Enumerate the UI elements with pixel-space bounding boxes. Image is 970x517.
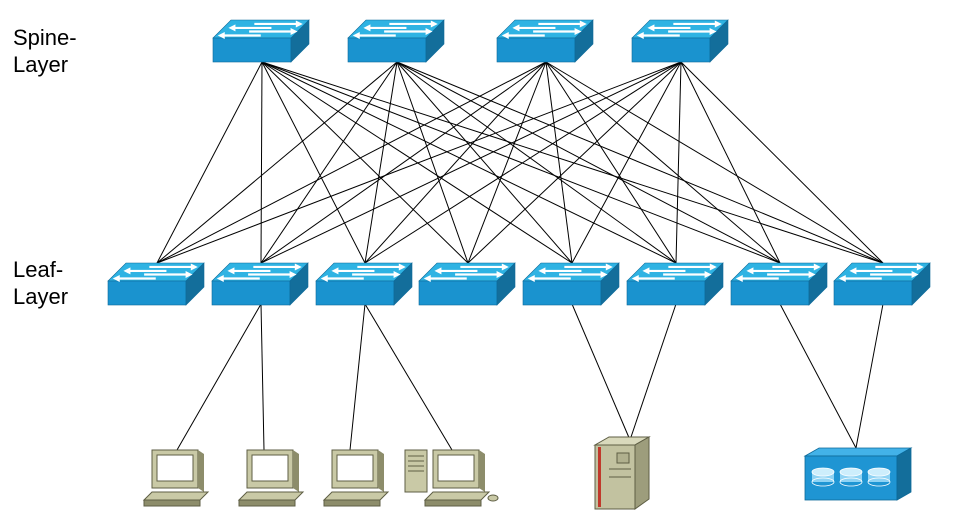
leaf-switch-4[interactable] <box>418 262 516 306</box>
spine-leaf-link-4-1 <box>156 61 682 264</box>
spine-leaf-link-4-8 <box>680 61 884 264</box>
leaf-endpoint-link-4 <box>364 303 453 451</box>
switch-icon <box>833 262 931 306</box>
spine-leaf-link-1-8 <box>261 61 884 264</box>
switch-icon <box>315 262 413 306</box>
spine-leaf-link-1-1 <box>156 61 263 264</box>
spine-leaf-link-2-5 <box>396 61 573 264</box>
switch-icon <box>418 262 516 306</box>
leaf-switch-8[interactable] <box>833 262 931 306</box>
spine-leaf-link-1-6 <box>261 61 677 264</box>
computer-icon <box>142 449 210 507</box>
spine-leaf-link-2-4 <box>396 61 469 264</box>
workstation[interactable] <box>404 449 499 507</box>
spine-leaf-link-1-4 <box>261 61 469 264</box>
spine-leaf-link-4-7 <box>680 61 781 264</box>
spine-leaf-link-3-2 <box>260 61 547 264</box>
switch-icon <box>211 262 309 306</box>
leaf-endpoint-link-8 <box>855 303 884 449</box>
spine-switch-3[interactable] <box>496 19 594 63</box>
spine-switch-2[interactable] <box>347 19 445 63</box>
switch-icon <box>347 19 445 63</box>
leaf-endpoint-link-7 <box>779 303 857 449</box>
computer-3[interactable] <box>322 449 390 507</box>
leaf-endpoint-link-1 <box>176 303 262 451</box>
server[interactable] <box>593 436 651 510</box>
spine-leaf-link-3-8 <box>545 61 884 264</box>
spine-leaf-link-1-3 <box>261 61 366 264</box>
leaf-endpoint-link-5 <box>571 303 631 441</box>
spine-layer-label: Spine- Layer <box>13 25 77 77</box>
leaf-endpoint-link-6 <box>629 303 677 441</box>
workstation-icon <box>404 449 499 507</box>
server-icon <box>593 436 651 510</box>
leaf-switch-2[interactable] <box>211 262 309 306</box>
spine-leaf-link-2-7 <box>396 61 781 264</box>
spine-leaf-link-2-6 <box>396 61 677 264</box>
spine-leaf-link-3-5 <box>545 61 573 264</box>
leaf-endpoint-link-2 <box>260 303 265 451</box>
spine-leaf-link-4-2 <box>260 61 682 264</box>
links <box>156 61 884 451</box>
switch-icon <box>626 262 724 306</box>
spine-switch-4[interactable] <box>631 19 729 63</box>
spine-leaf-link-3-7 <box>545 61 781 264</box>
spine-leaf-link-4-6 <box>675 61 682 264</box>
leaf-switch-7[interactable] <box>730 262 828 306</box>
spine-leaf-link-4-3 <box>364 61 682 264</box>
switch-icon <box>631 19 729 63</box>
switch-icon <box>730 262 828 306</box>
spine-leaf-link-4-5 <box>571 61 682 264</box>
leaf-endpoint-link-3 <box>349 303 366 451</box>
leaf-switch-5[interactable] <box>522 262 620 306</box>
spine-leaf-link-3-1 <box>156 61 547 264</box>
computer-1[interactable] <box>142 449 210 507</box>
spine-leaf-link-3-3 <box>364 61 547 264</box>
spine-leaf-link-1-5 <box>261 61 573 264</box>
computer-icon <box>322 449 390 507</box>
leaf-layer-label: Leaf- Layer <box>13 257 69 309</box>
computer-2[interactable] <box>237 449 305 507</box>
spine-leaf-link-2-2 <box>260 61 398 264</box>
leaf-switch-1[interactable] <box>107 262 205 306</box>
spine-leaf-link-1-2 <box>260 61 263 264</box>
spine-switch-1[interactable] <box>212 19 310 63</box>
spine-leaf-link-3-4 <box>467 61 547 264</box>
leaf-switch-6[interactable] <box>626 262 724 306</box>
leaf-switch-3[interactable] <box>315 262 413 306</box>
computer-icon <box>237 449 305 507</box>
spine-leaf-link-2-8 <box>396 61 884 264</box>
switch-icon <box>107 262 205 306</box>
spine-leaf-link-2-1 <box>156 61 398 264</box>
spine-leaf-link-4-4 <box>467 61 682 264</box>
storage-array[interactable] <box>803 447 913 501</box>
spine-leaf-link-1-7 <box>261 61 781 264</box>
spine-leaf-link-3-6 <box>545 61 677 264</box>
switch-icon <box>496 19 594 63</box>
switch-icon <box>522 262 620 306</box>
spine-leaf-link-2-3 <box>364 61 398 264</box>
storage-icon <box>803 447 913 501</box>
nodes <box>107 19 931 510</box>
switch-icon <box>212 19 310 63</box>
